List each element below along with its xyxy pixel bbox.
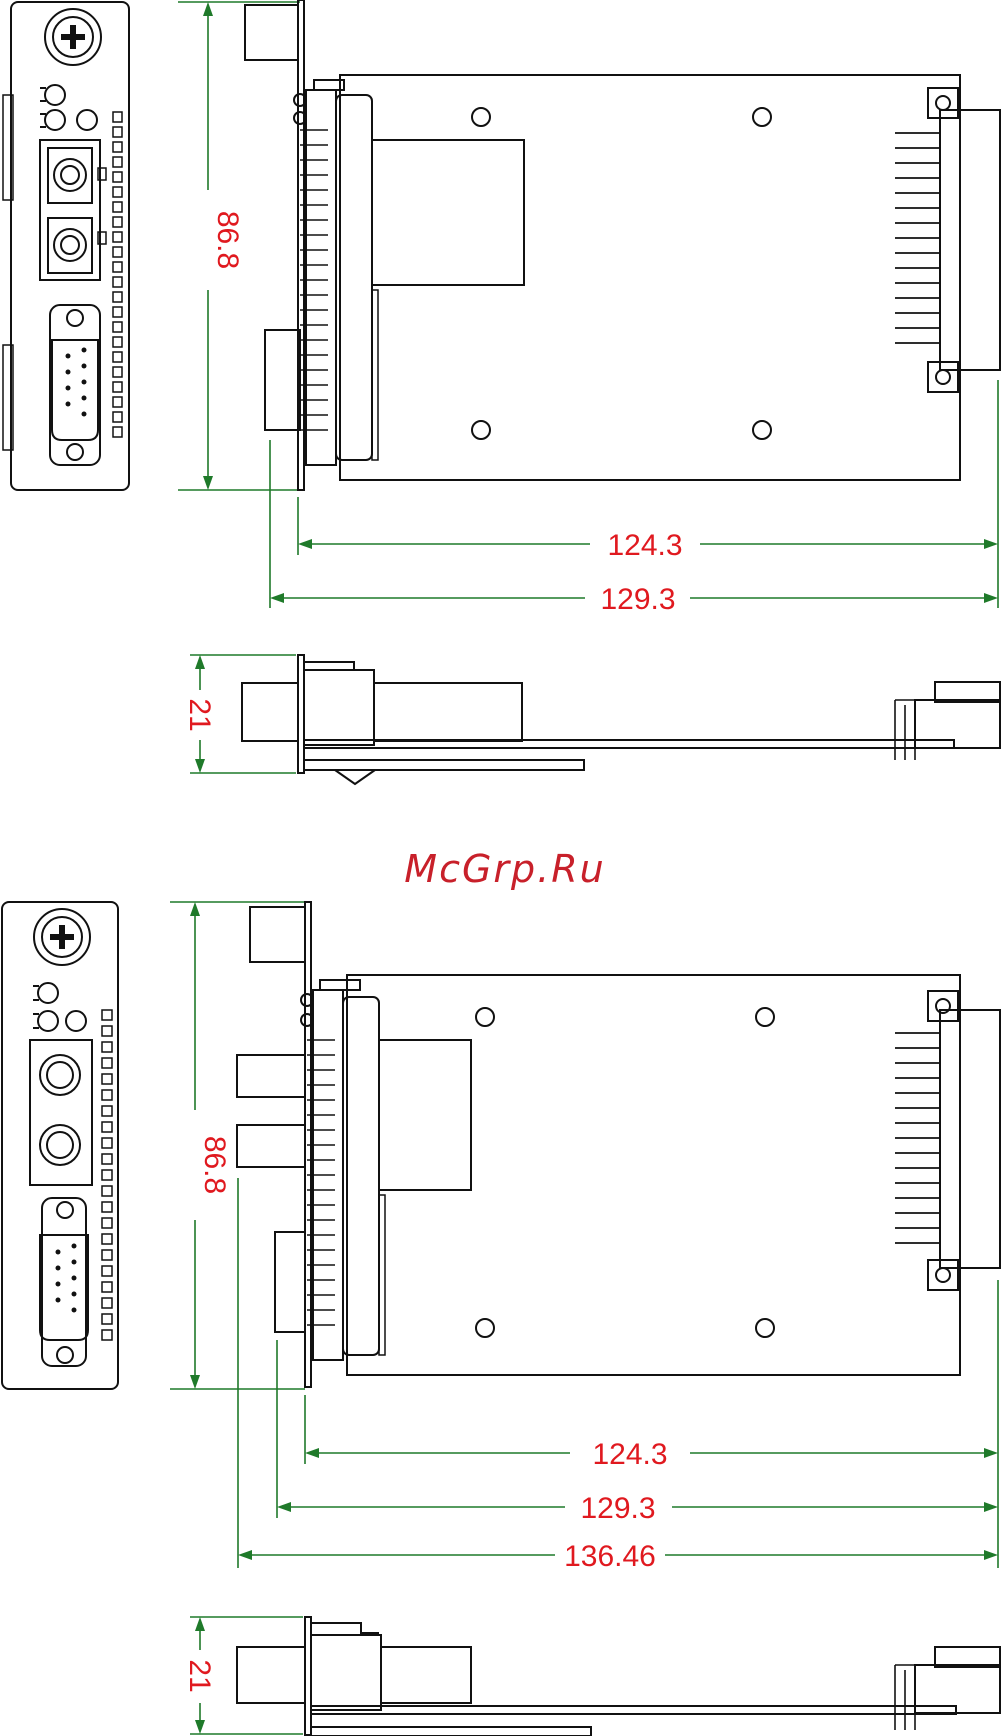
top-side-view <box>242 655 1000 784</box>
panel-fins <box>113 112 122 437</box>
top-front-panel <box>3 2 129 490</box>
panel-screw-icon <box>45 9 101 65</box>
watermark-text: McGrp.Ru <box>404 847 605 891</box>
bottom-side-height-label: 21 <box>183 1659 216 1692</box>
top-board-length-label: 124.3 <box>607 529 682 562</box>
fiber-port-pair <box>30 1040 92 1185</box>
bottom-max-length-label: 136.46 <box>564 1540 656 1573</box>
bottom-side-height-dimension: 21 <box>183 1617 303 1734</box>
panel-fins <box>102 1010 112 1340</box>
fiber-port-pair <box>40 140 106 280</box>
bottom-overall-length-label: 129.3 <box>580 1492 655 1525</box>
led-indicators <box>33 983 86 1031</box>
top-side-height-dimension: 21 <box>183 655 296 773</box>
top-front-height-label: 86.8 <box>211 211 244 269</box>
bottom-front-height-label: 86.8 <box>198 1136 231 1194</box>
top-side-height-label: 21 <box>183 698 216 731</box>
top-length-dimensions: 124.3 129.3 <box>270 380 998 616</box>
bottom-board-length-label: 124.3 <box>592 1438 667 1471</box>
bottom-side-view <box>237 1617 1000 1736</box>
bottom-variant: 86.8 <box>2 902 1000 1736</box>
led-indicators <box>40 85 97 130</box>
top-height-dimension: 86.8 <box>178 2 300 490</box>
top-plan-view <box>245 0 1000 490</box>
top-overall-length-label: 129.3 <box>600 583 675 616</box>
db9-connector-icon <box>50 305 100 465</box>
db9-connector-icon <box>40 1198 88 1366</box>
bottom-front-panel <box>2 902 118 1389</box>
panel-screw-icon <box>34 909 90 965</box>
top-variant: 86.8 <box>3 0 1000 784</box>
bottom-plan-view <box>237 902 1000 1387</box>
